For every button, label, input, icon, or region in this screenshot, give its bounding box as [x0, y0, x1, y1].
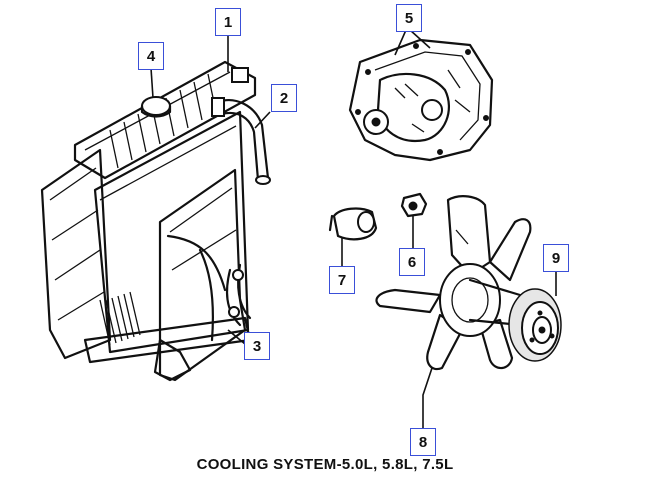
lower-radiator-hose — [153, 263, 252, 382]
callout-5: 5 — [396, 4, 422, 32]
upper-radiator-hose — [211, 97, 271, 185]
diagram-caption: COOLING SYSTEM-5.0L, 5.8L, 7.5L — [196, 456, 454, 473]
callout-8: 8 — [410, 428, 436, 456]
water-pump — [348, 38, 494, 162]
callout-6: 6 — [399, 248, 425, 276]
thermostat — [400, 192, 428, 218]
leader-lines — [150, 29, 557, 428]
callout-3: 3 — [244, 332, 270, 360]
callout-4: 4 — [138, 42, 164, 70]
callout-7: 7 — [329, 266, 355, 294]
fan-clutch-pulley — [468, 278, 562, 362]
callout-1: 1 — [215, 8, 241, 36]
thermostat-housing — [328, 207, 378, 241]
callout-2: 2 — [271, 84, 297, 112]
fan-blade — [375, 195, 532, 371]
radiator — [40, 60, 257, 382]
callout-9: 9 — [543, 244, 569, 272]
